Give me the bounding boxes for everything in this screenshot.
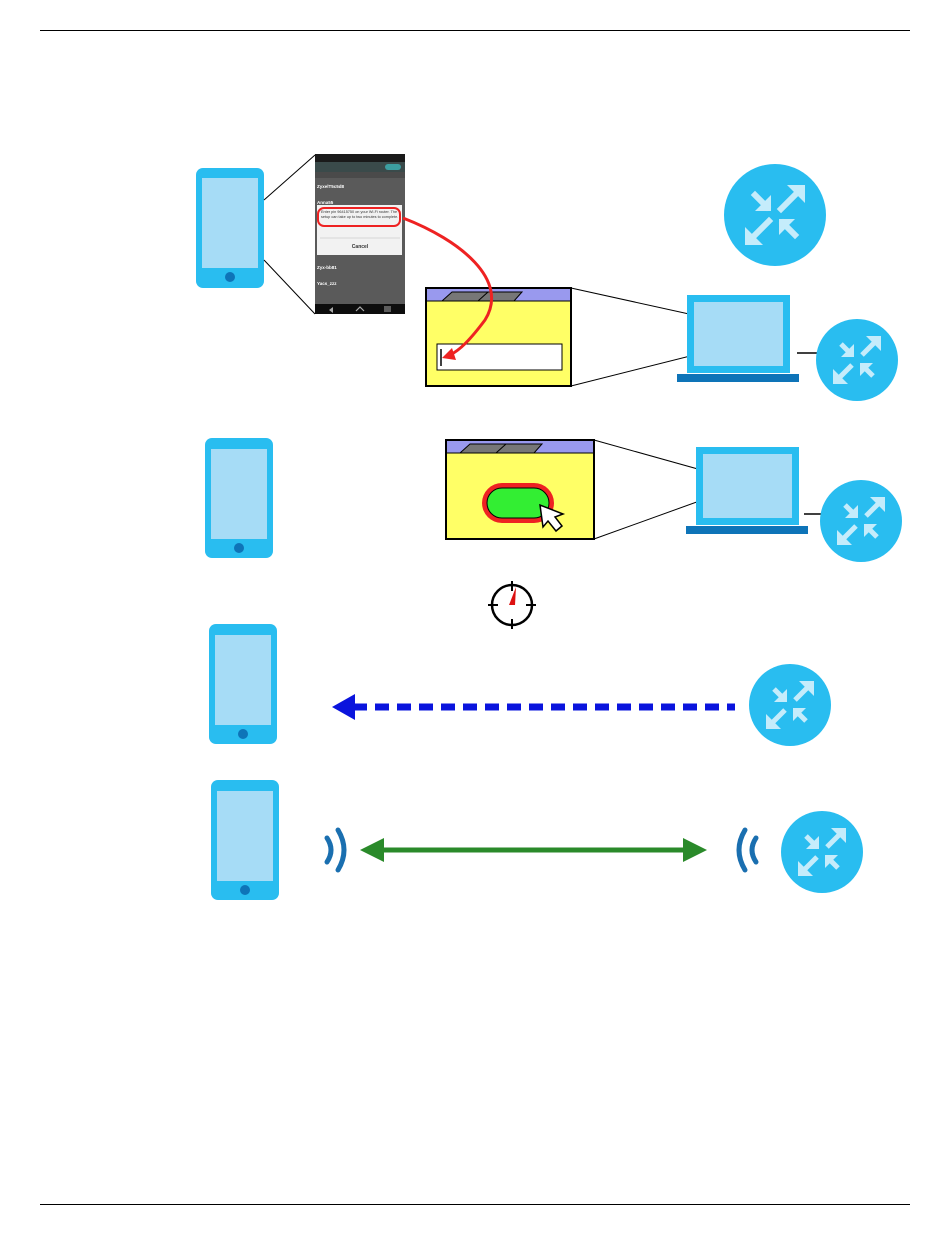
wifi-wave-icon: [327, 830, 344, 870]
phone-icon: [211, 780, 279, 900]
laptop-icon: [677, 295, 799, 382]
network-name: Yacs_zzz: [317, 281, 337, 286]
stopwatch-icon: [488, 581, 536, 629]
pin-input-field[interactable]: [437, 344, 562, 370]
network-name: Zyx-bb81: [317, 265, 337, 270]
phone-screenshot: ZyxelT5c5d8 Anna55 Zyx-bb81 Yacs_zzz Ent…: [315, 154, 405, 314]
phone-icon: [196, 168, 264, 288]
router-icon: [820, 480, 902, 562]
network-name: Anna55: [317, 200, 334, 205]
window-icon: [426, 288, 571, 386]
cancel-button[interactable]: Cancel: [352, 244, 369, 250]
router-icon: [816, 319, 898, 401]
router-icon: [749, 664, 831, 746]
router-icon: [724, 164, 826, 266]
phone-icon: [209, 624, 277, 744]
zoom-line: [264, 155, 315, 200]
laptop-icon: [686, 447, 808, 534]
network-name: ZyxelT5c5d8: [317, 184, 345, 189]
dialog-text: Enter pin 96415750 on your Wi-Fi router.…: [321, 210, 399, 219]
wifi-wave-icon: [739, 830, 756, 870]
window-icon: [446, 440, 594, 539]
wps-button[interactable]: [487, 488, 549, 518]
phone-icon: [205, 438, 273, 558]
zoom-line: [264, 260, 315, 314]
router-icon: [781, 811, 863, 893]
